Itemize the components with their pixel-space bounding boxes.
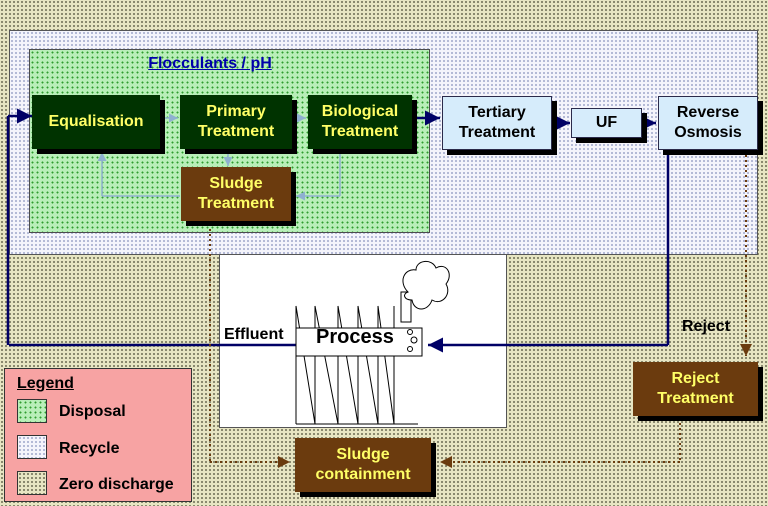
biological-treatment-box: Biological Treatment: [308, 95, 412, 149]
legend-swatch-disposal: [17, 399, 47, 423]
tertiary-treatment-box: Tertiary Treatment: [442, 96, 552, 150]
legend-label-disposal: Disposal: [59, 403, 126, 420]
reject-label: Reject: [682, 318, 731, 335]
primary-treatment-box: Primary Treatment: [180, 95, 292, 149]
flocculants-ph-title: Flocculants / pH: [148, 55, 272, 72]
factory-chimney: [400, 291, 412, 323]
reject-treatment-box: Reject Treatment: [633, 362, 758, 416]
legend: Legend Disposal Recycle Zero discharge: [4, 368, 192, 502]
smoke-cloud: [402, 261, 450, 310]
uf-box: UF: [571, 108, 642, 138]
internal-flow-arrows: [97, 113, 341, 201]
legend-label-zero-discharge: Zero discharge: [59, 476, 174, 493]
factory-sketch: [295, 261, 450, 425]
equalisation-box: Equalisation: [32, 95, 160, 149]
legend-label-recycle: Recycle: [59, 440, 120, 457]
legend-swatch-zero-discharge: [17, 471, 47, 495]
reverse-osmosis-box: Reverse Osmosis: [658, 96, 758, 150]
legend-title: Legend: [17, 375, 74, 392]
sludge-containment-box: Sludge containment: [295, 438, 431, 492]
legend-swatch-recycle: [17, 435, 47, 459]
effluent-label: Effluent: [224, 326, 284, 343]
sludge-treatment-box: Sludge Treatment: [181, 167, 291, 221]
factory-sawtooth: [295, 305, 395, 425]
process-label: Process: [316, 326, 394, 348]
